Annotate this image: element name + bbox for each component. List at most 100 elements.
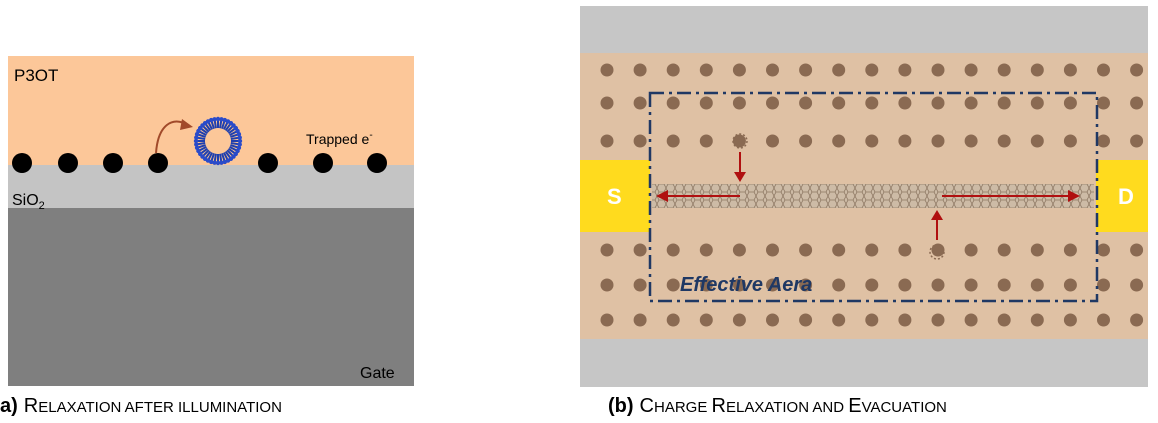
trap-dot <box>633 243 647 257</box>
trap-dot <box>898 313 912 327</box>
trap-dot <box>964 278 978 292</box>
trap-dot <box>600 278 614 292</box>
trap-dot <box>931 278 945 292</box>
trap-dot <box>1097 243 1110 257</box>
nanotube-atom <box>215 160 221 166</box>
trap-dot <box>732 63 746 77</box>
sio2-layer <box>8 165 414 208</box>
trap-dot <box>964 134 978 148</box>
drain-label: D <box>1118 184 1134 209</box>
nanotube-atom <box>193 138 199 144</box>
trap-dot <box>898 134 912 148</box>
trap-dot <box>799 243 813 257</box>
trap-dot <box>766 243 779 257</box>
electron-transfer-arrowhead <box>180 119 193 130</box>
trap-dot <box>766 278 779 292</box>
trap-dot <box>832 63 846 77</box>
trap-dot <box>732 134 746 148</box>
p3ot-layer <box>8 56 414 165</box>
trap-dot <box>931 134 945 148</box>
trap-dot <box>600 96 614 110</box>
nanotube-atom <box>219 160 224 165</box>
panel-a: P3OT Trapped e- SiO2 Gate a)RELAXATION A… <box>0 56 414 417</box>
trap-dot <box>1030 313 1044 327</box>
trap-dot <box>666 63 680 77</box>
trap-dot <box>766 134 779 148</box>
trap-dot <box>600 134 614 148</box>
trap-dot <box>1030 278 1044 292</box>
sio2-label: SiO2 <box>12 192 45 212</box>
nanotube-atom <box>222 159 227 165</box>
effective-area-box <box>648 91 1099 303</box>
trap-dot <box>699 243 713 257</box>
caption-a-first-letter: R <box>24 395 38 417</box>
trapped-electron-dot <box>12 153 32 173</box>
panel-b: S D Effective Aera (b)CHARGE RELAXATION … <box>580 6 1148 417</box>
trap-dot <box>799 278 813 292</box>
trap-dot <box>997 278 1011 292</box>
vacated-trap-circle <box>732 133 748 149</box>
trapped-electron-label: Trapped e- <box>306 130 373 147</box>
trapped-electron-dot <box>367 153 387 173</box>
caption-a-rest: ELAXATION AFTER ILLUMINATION <box>38 399 282 416</box>
trapped-electron-dot <box>58 153 78 173</box>
trap-dot <box>766 96 779 110</box>
nanotube-atom <box>194 142 199 147</box>
trap-dot <box>865 96 879 110</box>
trap-dot <box>832 278 846 292</box>
source-contact <box>580 160 650 232</box>
caption-b-word1-rest: HARGE <box>654 399 712 416</box>
trap-dot <box>865 243 879 257</box>
trap-dot <box>832 96 846 110</box>
trapped-electron-dot <box>148 153 168 173</box>
trap-dot <box>865 134 879 148</box>
trap-dot <box>799 313 813 327</box>
trap-dot <box>1097 313 1110 327</box>
source-label: S <box>607 184 622 209</box>
down-arrowhead <box>734 172 746 182</box>
trapped-electron-dot <box>313 153 333 173</box>
trap-dot <box>1130 243 1144 257</box>
trap-dot <box>832 134 846 148</box>
caption-a: a)RELAXATION AFTER ILLUMINATION <box>0 395 282 417</box>
trap-dot <box>1097 134 1110 148</box>
caption-b-word2-rest: ELAXATION AND <box>726 399 848 416</box>
trap-dot <box>600 243 614 257</box>
trap-dot <box>997 243 1011 257</box>
caption-b-word3-first: E <box>848 395 861 417</box>
trap-dot <box>666 134 680 148</box>
trap-dot <box>1130 313 1144 327</box>
trap-dot <box>898 278 912 292</box>
trap-dot <box>1130 278 1144 292</box>
trap-dot <box>600 313 614 327</box>
trap-dot <box>600 63 614 77</box>
trap-dot <box>1130 134 1144 148</box>
trap-dot <box>865 63 879 77</box>
nanotube-atom <box>219 117 224 122</box>
trap-dot <box>1030 134 1044 148</box>
nanotube-atom <box>237 135 242 140</box>
caption-b-word2-first: R <box>712 395 726 417</box>
nanotube-atom <box>209 117 214 123</box>
trap-dot <box>964 243 978 257</box>
trap-dot <box>1097 96 1110 110</box>
trap-dot <box>964 63 978 77</box>
nanotube-atom <box>194 145 200 150</box>
trap-dot <box>832 243 846 257</box>
left-arrowhead <box>656 190 668 202</box>
trap-dot <box>1063 313 1077 327</box>
trap-dot <box>865 313 879 327</box>
trap-dot <box>1030 96 1044 110</box>
trap-dot <box>1097 63 1110 77</box>
sio2-subscript: 2 <box>39 200 45 212</box>
trap-dot <box>1063 96 1077 110</box>
trap-dot <box>997 313 1011 327</box>
trap-dot <box>898 63 912 77</box>
trap-dot <box>799 134 813 148</box>
up-arrowhead <box>931 210 943 220</box>
nanotube-atom <box>236 132 242 137</box>
trap-dot <box>931 63 945 77</box>
trap-dot <box>732 243 746 257</box>
trap-dot <box>633 313 647 327</box>
